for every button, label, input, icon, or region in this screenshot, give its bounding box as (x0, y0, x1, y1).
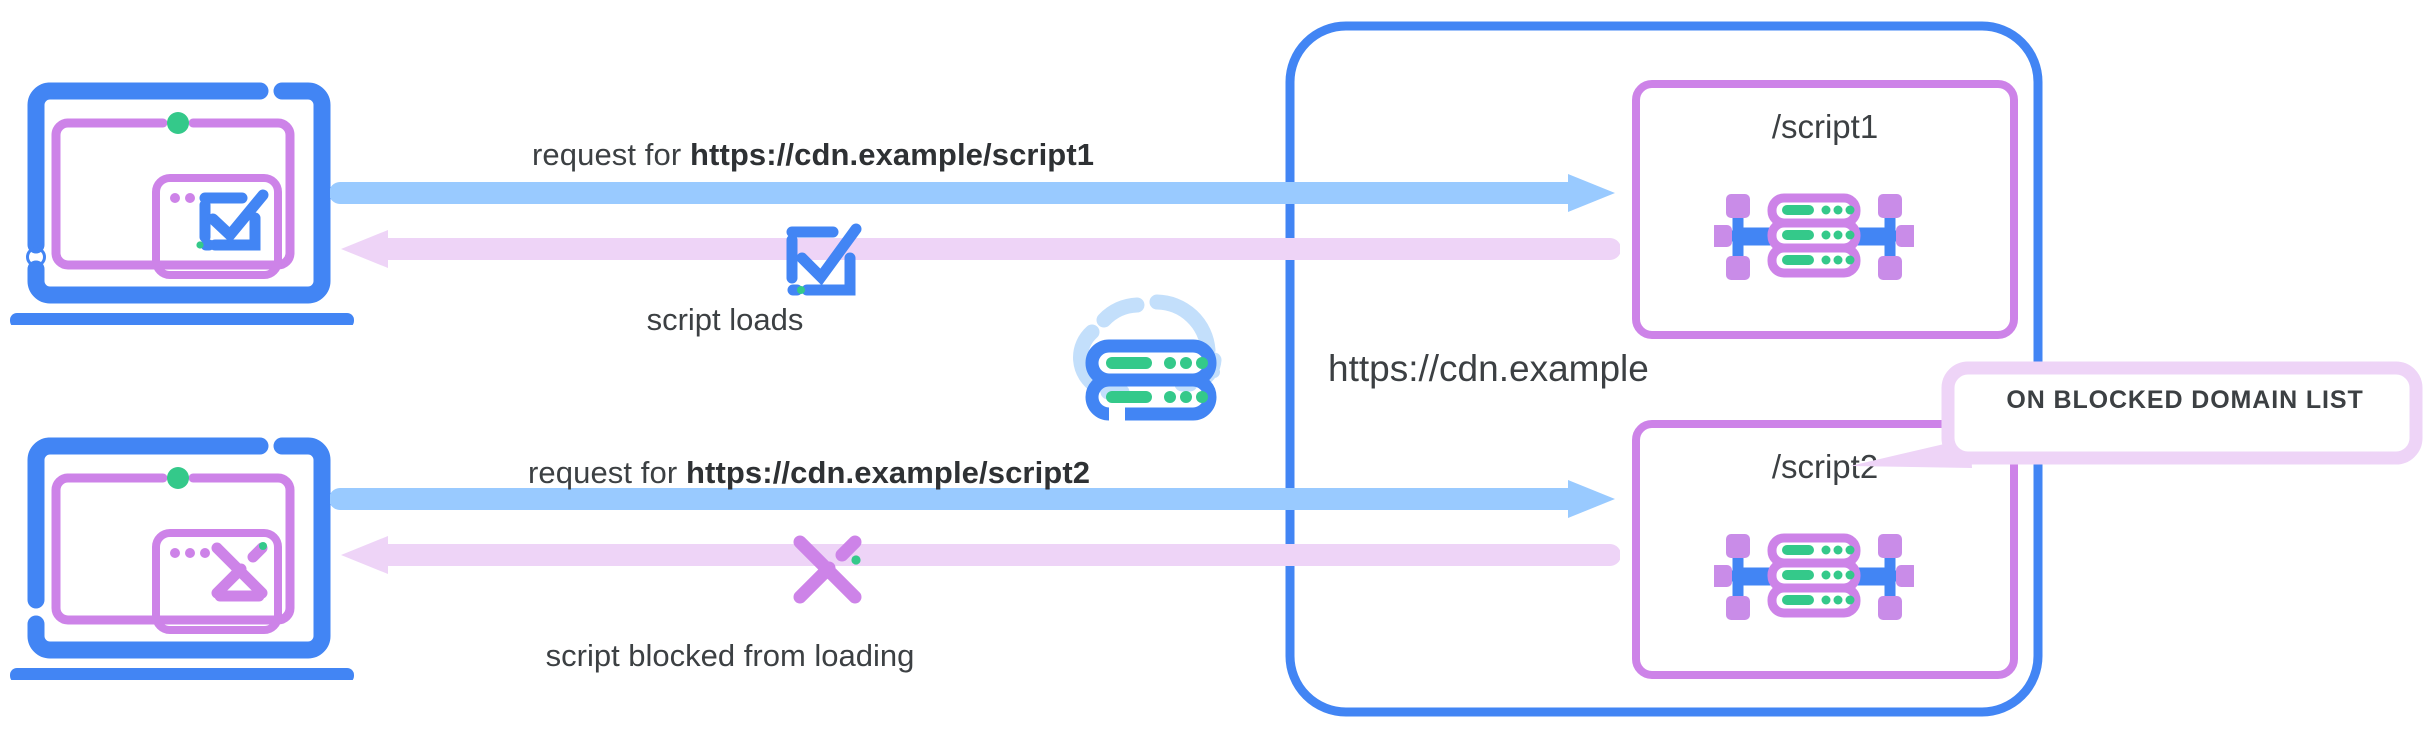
caption-script1: script loads (646, 302, 804, 337)
resource-label-script2: /script2 (1771, 448, 1879, 485)
status-dot-icon (167, 112, 189, 134)
callout-label: ON BLOCKED DOMAIN LIST (2006, 386, 2364, 414)
status-dot-icon (167, 467, 189, 489)
check-square-icon (786, 223, 862, 296)
request-url: https://cdn.example/script1 (690, 137, 1095, 172)
cloud-server-icon (1073, 294, 1222, 421)
response-arrow-script1 (341, 230, 1620, 268)
request-prefix: request for (528, 455, 687, 490)
blocked-domain-callout[interactable]: ON BLOCKED DOMAIN LIST (1820, 356, 2424, 486)
response-arrow-script2 (341, 536, 1620, 574)
caption-script2: script blocked from loading (545, 638, 915, 673)
x-cross-icon (793, 535, 862, 604)
server-node-icon (1714, 193, 1914, 280)
request-label-script2: request for https://cdn.example/script2 (528, 455, 1090, 491)
laptop-x-icon (10, 437, 354, 680)
request-url: https://cdn.example/script2 (686, 455, 1091, 490)
laptop-check-icon (10, 82, 354, 325)
cdn-domain-label: https://cdn.example (1328, 348, 1649, 389)
request-prefix: request for (532, 137, 691, 172)
resource-box-script1[interactable]: /script1 (1632, 80, 2018, 339)
resource-label-script1: /script1 (1771, 108, 1879, 145)
request-arrow-script1 (330, 174, 1615, 212)
request-label-script1: request for https://cdn.example/script1 (532, 137, 1094, 173)
server-node-icon (1714, 533, 1914, 620)
request-arrow-script2 (330, 480, 1615, 518)
